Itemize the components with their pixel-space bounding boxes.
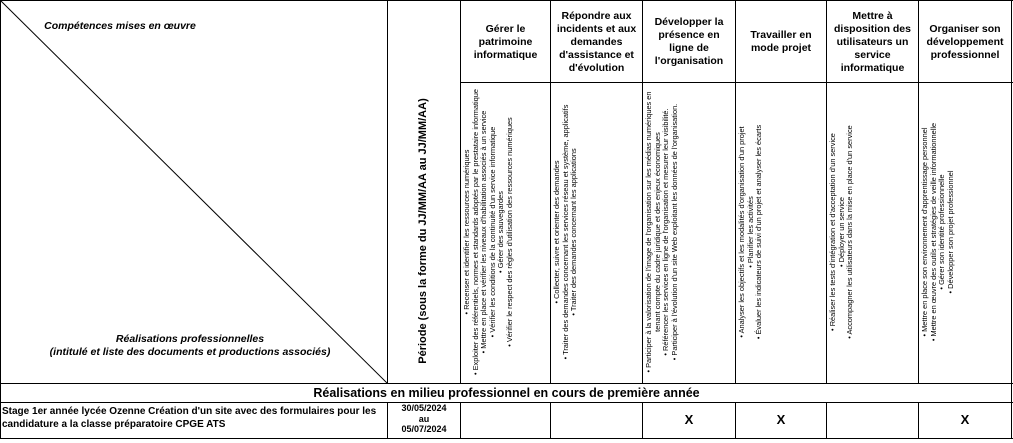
date-separator: au [418,413,430,424]
grid-line [0,438,1013,439]
task-list: • Réaliser les tests d'intégration et d'… [827,84,857,380]
competence-tasks-6: • Mettre en place son environnement d'ap… [919,84,1011,380]
grid-line [550,402,551,439]
grid-line [550,0,551,384]
grid-line [0,0,1013,1]
grid-line [1011,0,1012,439]
grid-line [0,383,1013,384]
task-item: • Vérifier le respect des règles d'utili… [504,117,514,347]
grid-line [460,82,1013,83]
task-item: • Accompagner les utilisateurs dans la m… [845,125,855,339]
competence-tasks-2: • Collecter, suivre et orienter des dema… [551,84,642,380]
grid-line [0,0,1,439]
competence-mark-4: X [776,412,786,427]
grid-line [387,402,388,439]
corner-diagonal [0,0,388,384]
period-label: Période (sous la forme du JJ/MM/AA au JJ… [417,98,429,364]
grid-line [642,0,643,384]
realisations-label: Réalisations professionnelles (intitulé … [0,333,380,359]
competence-tasks-3: • Participer à la valorisation de l'imag… [643,84,735,380]
grid-line [918,0,919,384]
competence-mark-5 [827,410,918,430]
competences-label: Compétences mises en œuvre [44,20,196,32]
competence-header-5: Mettre à disposition des utilisateurs un… [833,9,911,74]
section-title: Réalisations en milieu professionnel en … [313,386,700,400]
task-item: • Participer à la valorisation de l'imag… [644,91,662,373]
grid-line [735,402,736,439]
realisations-label-line1: Réalisations professionnelles [115,333,265,345]
realisation-label: Stage 1er année lycée Ozenne Création d'… [2,406,377,430]
competence-tasks-4: • Analyser les objectifs et les modalité… [736,84,826,380]
competence-mark-1 [461,410,550,430]
task-list: • Analyser les objectifs et les modalité… [736,84,766,380]
task-item: • Évaluer les indicateurs de suivi d'un … [754,124,764,340]
grid-line [460,0,461,384]
competence-header-6: Organiser son développement professionne… [926,22,1004,61]
grid-line [826,402,827,439]
grid-line [387,0,388,384]
competence-tasks-1: • Recenser et identifier les ressources … [461,84,550,380]
task-list: • Mettre en place son environnement d'ap… [919,84,957,380]
grid-line [826,0,827,384]
task-item: • Développer son projet professionnel [945,170,955,294]
grid-line [642,402,643,439]
grid-line [918,402,919,439]
grid-line [460,402,461,439]
date-start: 30/05/2024 [401,403,447,413]
task-item: • Participer à l'évolution d'un site Web… [669,103,679,361]
competence-header-3: Développer la présence en ligne de l'org… [654,16,724,67]
grid-line [0,402,1013,403]
competence-header-4: Travailler en mode projet [750,29,812,54]
competence-header-2: Répondre aux incidents et aux demandes d… [556,9,637,74]
competence-header-1: Gérer le patrimoine informatique [473,22,538,61]
period-header: Période (sous la forme du JJ/MM/AA au JJ… [388,80,458,382]
task-item: • Traiter des demandes concernant les ap… [569,148,579,316]
period-dates: 30/05/2024 au 05/07/2024 [388,403,460,435]
competence-tasks-5: • Réaliser les tests d'intégration et d'… [827,84,918,380]
date-end: 05/07/2024 [401,424,447,434]
realisations-label-line2: (intitulé et liste des documents et prod… [49,346,331,358]
task-list: • Recenser et identifier les ressources … [461,84,517,380]
task-list: • Collecter, suivre et orienter des dema… [551,84,581,380]
competence-mark-2 [551,410,642,430]
task-list: • Participer à la valorisation de l'imag… [643,84,681,380]
grid-line [735,0,736,384]
competence-mark-3: X [684,412,694,427]
competence-mark-6: X [960,412,970,427]
